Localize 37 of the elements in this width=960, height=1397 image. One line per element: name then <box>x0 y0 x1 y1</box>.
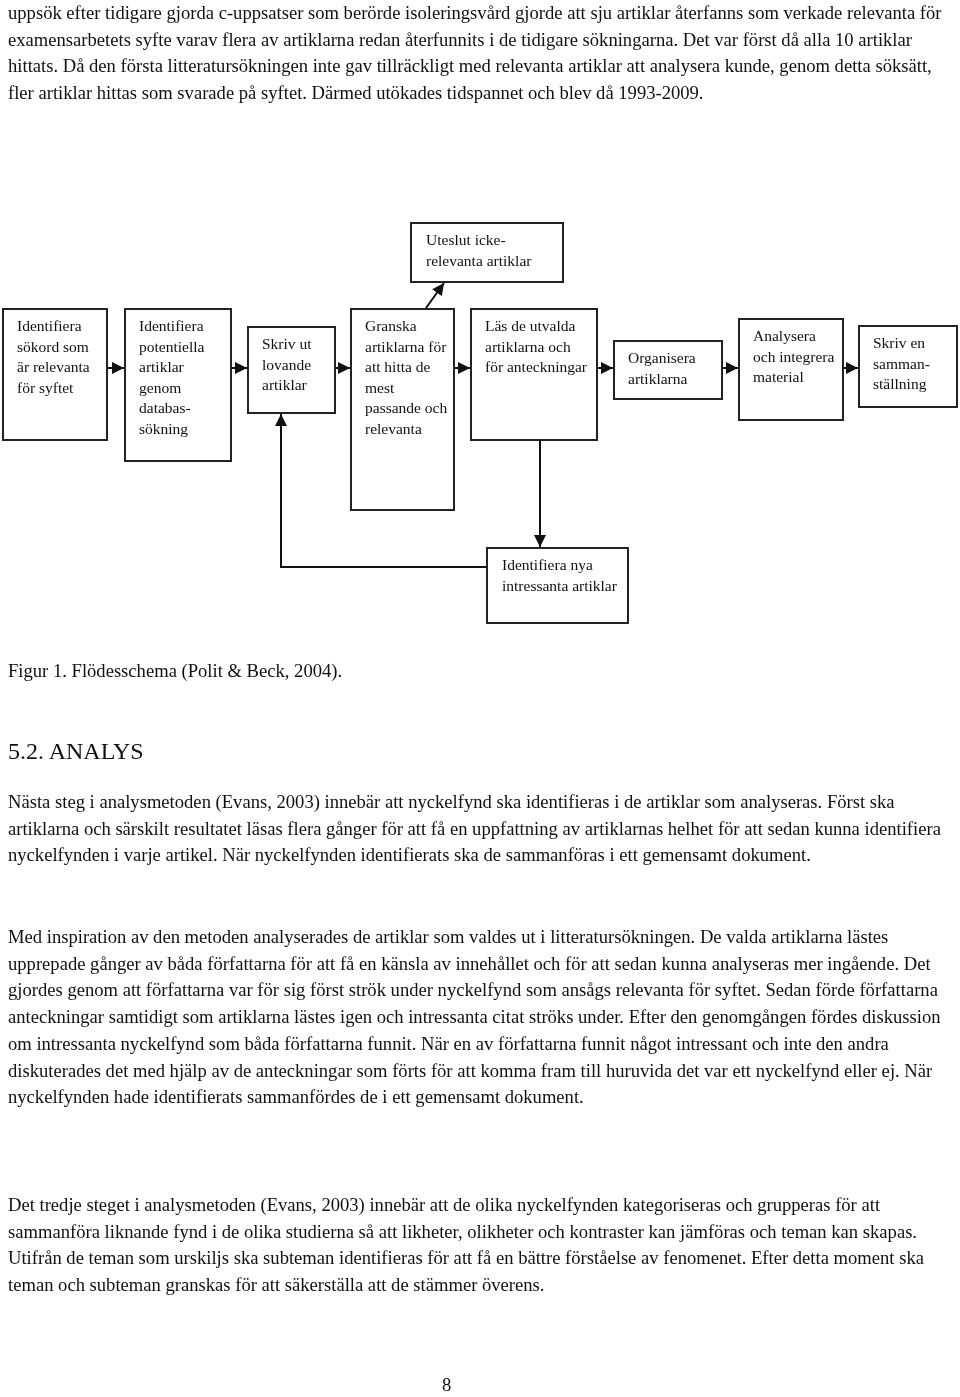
arrow <box>425 282 445 309</box>
box-text: Granska artiklarna för att hitta de mest passande och relevanta <box>365 316 449 439</box>
arrow <box>722 362 739 374</box>
process-box <box>124 308 232 462</box>
process-box <box>2 308 108 441</box>
arrow <box>534 440 546 548</box>
box-text: Identifiera potentiella artiklar genom databas-sökning <box>139 316 206 439</box>
box-text: Skriv en samman-ställning <box>873 333 931 394</box>
box-text: Organisera artiklarna <box>628 348 697 389</box>
page-number: 8 <box>442 1373 453 1397</box>
process-box <box>350 308 455 511</box>
arrow <box>597 362 614 374</box>
body-paragraph: Med inspiration av den metoden analyserades de artiklar som valdes ut i litteratursökningen. De valda artiklarna lästes upprepade gånger av båda författarna för att få en känsla av innehållet och för att sedan kunna analyseras mer ingående. Det gjordes genom att författarna var för sig först strök under nyckelfynd som ansågs relevanta för syftet. Sedan förde författarna anteckningar samtidigt som artiklarna lästes igen och intressanta citat ströks under. Efter den genomgången fördes diskussion om intressanta nyckelfynd som båda författarna funnit. När en av författarna funnit något intressant och inte den andra diskuterades det med hjälp av de anteckningar som förts för att komma fram till huruvida det var ett nyckelfynd eller ej. När nyckelfynden hade identifierats sammanfördes de i ett gemensamt dokument. <box>8 925 942 1110</box>
box-text: Läs de utvalda artiklarna och för anteckningar <box>485 316 588 377</box>
arrow <box>454 362 471 374</box>
process-box <box>410 222 564 283</box>
arrow <box>275 413 487 568</box>
box-text: Skriv ut lovande artiklar <box>262 334 313 395</box>
arrow <box>107 362 125 374</box>
process-box <box>247 326 336 414</box>
box-text: Identifiera sökord som är relevanta för syftet <box>17 316 91 398</box>
body-paragraph: Nästa steg i analysmetoden (Evans, 2003) innebär att nyckelfynd ska identifieras i de artiklar som analyseras. Först ska artiklarna och särskilt resultatet läsas flera gånger för att få en uppfattning av artiklarnas helhet för att sedan kunna identifiera nyckelfynden i varje artikel. När nyckelfynden identifierats ska de sammanföras i ett gemensamt dokument. <box>8 790 942 868</box>
box-text: Uteslut icke-relevanta artiklar <box>426 230 533 271</box>
arrow <box>231 362 248 374</box>
arrow <box>335 362 351 374</box>
box-text: Analysera och integrera material <box>753 326 836 387</box>
body-paragraph: Det tredje steget i analysmetoden (Evans, 2003) innebär att de olika nyckelfynden kategoriseras och grupperas för att sammanföra liknande fynd i de olika studierna så att likheter, olikheter och kontraster kan jämföras och teman kan skapas. Utifrån de teman som urskiljs ska subteman identifieras för att få en bättre förståelse av fenomenet. Efter detta moment ska teman och subteman granskas för att säkerställa att de stämmer överens. <box>8 1193 925 1298</box>
arrow <box>843 362 859 374</box>
figure-caption: Figur 1. Flödesschema (Polit & Beck, 2004). <box>8 659 344 683</box>
process-box <box>858 325 958 408</box>
body-paragraph: uppsök efter tidigare gjorda c-uppsatser som berörde isoleringsvård gjorde att sju artiklar återfanns som verkade relevanta för examensarbetets syfte varav flera av artiklarna redan återfunnits i de tidigare sökningarna. Det var först då alla 10 artiklar hittats. Då den första litteratursökningen inte gav tillräckligt med relevanta artiklar att analysera kunde, genom detta söksätt, fler artiklar hittas som svarade på syftet. Därmed utökades tidspannet och blev då 1993-2009. <box>8 1 943 106</box>
process-box <box>613 340 723 400</box>
process-box <box>486 547 629 624</box>
section-heading: 5.2. ANALYS <box>8 738 145 765</box>
process-box <box>738 318 844 421</box>
process-box <box>470 308 598 441</box>
box-text: Identifiera nya intressanta artiklar <box>502 555 618 596</box>
